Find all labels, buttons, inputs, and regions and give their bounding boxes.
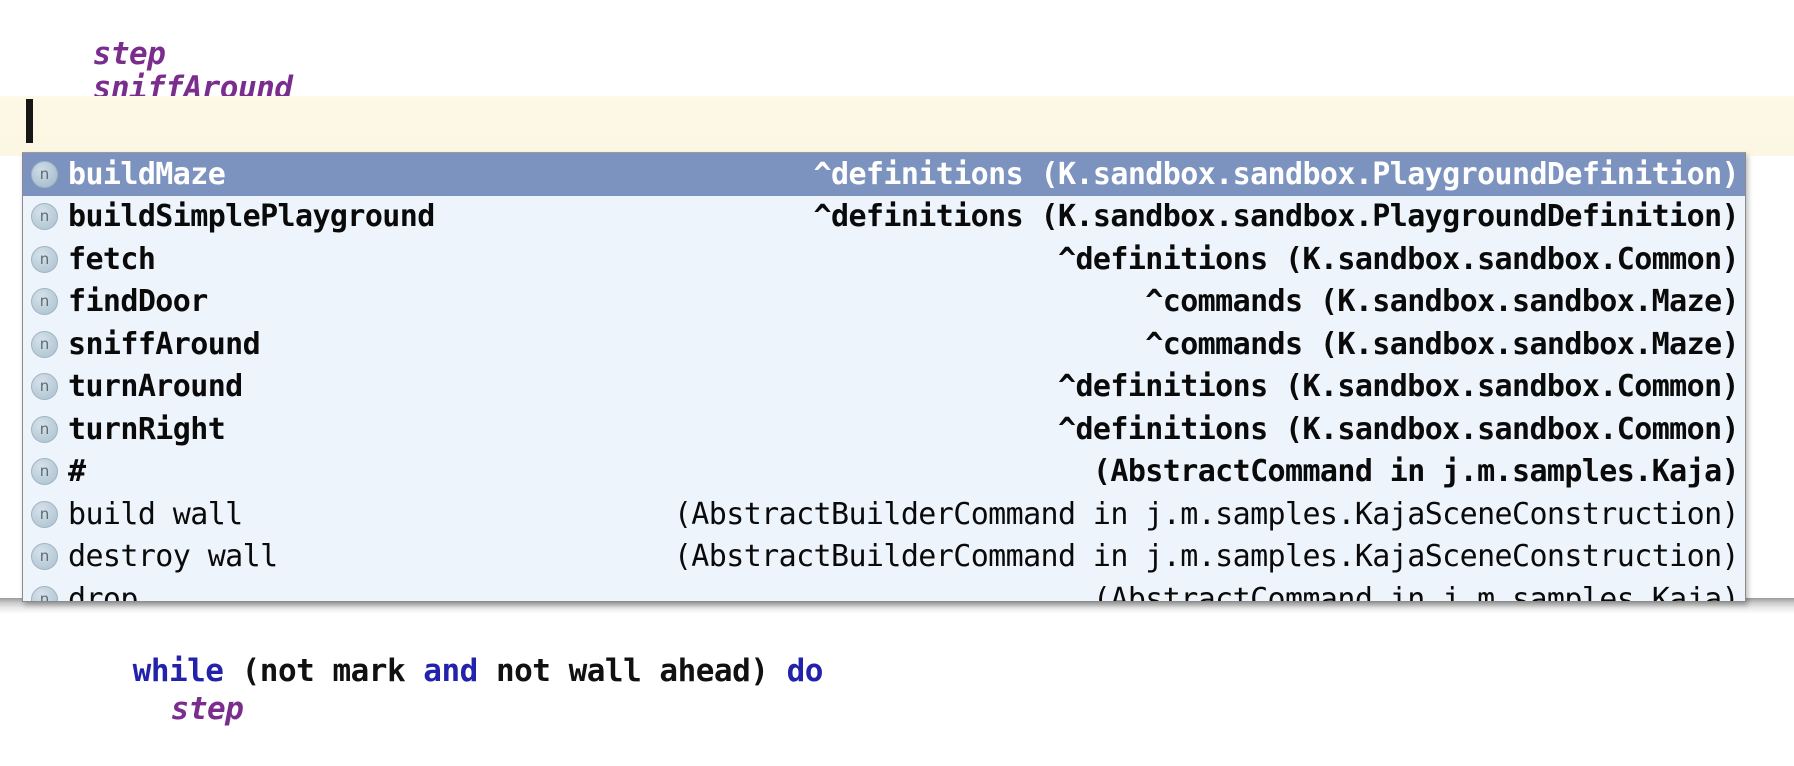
code-token-not-wall-ahead: not wall ahead) xyxy=(495,653,787,689)
completion-kind-icon: n xyxy=(31,203,58,231)
completion-item-origin: ^commands (K.sandbox.sandbox.Maze) xyxy=(1145,284,1739,320)
completion-item-origin: ^definitions (K.sandbox.sandbox.Playgrou… xyxy=(813,199,1740,235)
completion-item-name: destroy wall xyxy=(68,539,278,575)
completion-item-name: turnAround xyxy=(68,369,243,405)
code-token-step-2: step xyxy=(170,691,244,727)
completion-item[interactable]: n buildMaze ^definitions (K.sandbox.sandbo… xyxy=(23,153,1745,196)
completion-item-name: sniffAround xyxy=(68,326,261,362)
completion-kind-icon: n xyxy=(31,160,58,188)
completion-item-origin: ^definitions (K.sandbox.sandbox.Common) xyxy=(1058,241,1740,277)
completion-item[interactable]: n # (AbstractCommand in j.m.samples.Kaja) xyxy=(23,450,1745,493)
completion-kind-icon: n xyxy=(31,330,58,358)
completion-item[interactable]: n buildSimplePlayground ^definitions (K.sa… xyxy=(23,195,1745,238)
completion-item-name: turnRight xyxy=(68,411,226,447)
completion-item[interactable]: n turnRight ^definitions (K.sandbox.sandbo… xyxy=(23,408,1745,451)
completion-kind-icon: n xyxy=(31,415,58,443)
completion-item[interactable]: n turnAround ^definitions (K.sandbox.sandb… xyxy=(23,365,1745,408)
code-completion-popup[interactable]: n buildMaze ^definitions (K.sandbox.sandbo… xyxy=(22,152,1746,602)
code-line-while: while (not mark and not wall ahead) do xyxy=(0,614,824,728)
completion-kind-icon: n xyxy=(31,543,58,571)
code-token-do: do xyxy=(786,653,824,689)
completion-item-origin: (AbstractCommand in j.m.samples.Kaja) xyxy=(1092,581,1740,602)
completion-item-name: fetch xyxy=(68,241,156,277)
completion-item[interactable]: n destroy wall (AbstractBuilderCommand in … xyxy=(23,535,1745,578)
completion-kind-icon: n xyxy=(31,458,58,486)
completion-item[interactable]: n build wall (AbstractBuilderCommand in j.… xyxy=(23,493,1745,536)
code-line-step: step xyxy=(0,652,244,766)
completion-item-name: # xyxy=(68,454,86,490)
completion-item-origin: (AbstractCommand in j.m.samples.Kaja) xyxy=(1092,454,1740,490)
completion-item-origin: ^definitions (K.sandbox.sandbox.Common) xyxy=(1058,369,1740,405)
text-caret xyxy=(26,99,33,143)
code-editor[interactable]: step sniffAround while (not mark and not… xyxy=(0,0,1794,727)
completion-kind-icon: n xyxy=(31,373,58,401)
completion-kind-icon: n xyxy=(31,585,58,601)
completion-item-name: buildSimplePlayground xyxy=(68,199,435,235)
completion-item-origin: ^definitions (K.sandbox.sandbox.Playgrou… xyxy=(813,156,1740,192)
completion-item[interactable]: n sniffAround ^commands (K.sandbox.sandbox… xyxy=(23,323,1745,366)
code-token-while: while xyxy=(132,653,242,689)
code-token-step: step xyxy=(92,36,166,72)
completion-kind-icon: n xyxy=(31,500,58,528)
completion-item[interactable]: n findDoor ^commands (K.sandbox.sandbox.Ma… xyxy=(23,280,1745,323)
code-token-and: and xyxy=(423,653,496,689)
completion-kind-icon: n xyxy=(31,245,58,273)
completion-item-name: findDoor xyxy=(68,284,208,320)
completion-item-origin: ^commands (K.sandbox.sandbox.Maze) xyxy=(1145,326,1739,362)
completion-item-name: buildMaze xyxy=(68,156,226,192)
code-token-not-mark: (not mark xyxy=(241,653,424,689)
completion-item-origin: ^definitions (K.sandbox.sandbox.Common) xyxy=(1058,411,1740,447)
completion-item-name: build wall xyxy=(68,496,243,532)
code-line-top-1: step xyxy=(0,0,166,111)
popup-drop-shadow xyxy=(0,598,1794,614)
current-line-highlight xyxy=(0,96,1794,156)
completion-item-name: drop xyxy=(68,581,138,602)
completion-kind-icon: n xyxy=(31,288,58,316)
completion-item-origin: (AbstractBuilderCommand in j.m.samples.K… xyxy=(673,539,1740,575)
completion-item-origin: (AbstractBuilderCommand in j.m.samples.K… xyxy=(673,496,1740,532)
completion-list[interactable]: n buildMaze ^definitions (K.sandbox.sandbo… xyxy=(23,153,1745,602)
